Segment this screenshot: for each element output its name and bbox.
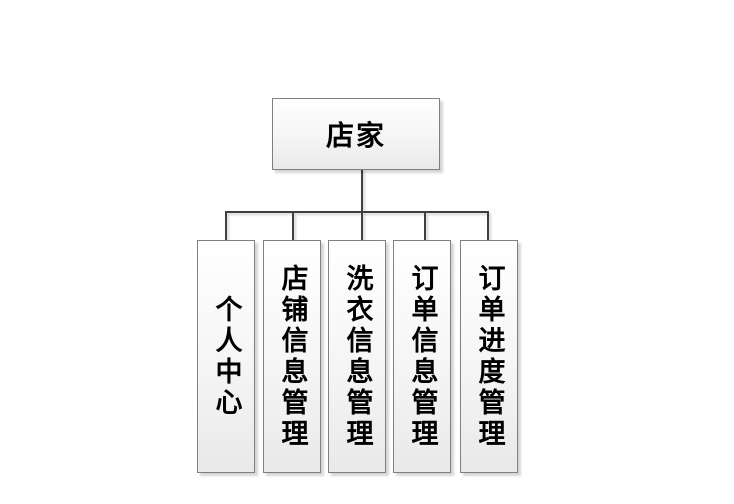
child-node-label: 个人中心	[211, 294, 242, 419]
child-node-order-info-management: 订单信息管理	[393, 240, 451, 473]
child-node-order-progress-management: 订单进度管理	[460, 240, 518, 473]
child-node-label: 洗衣信息管理	[342, 263, 373, 450]
root-node-merchant: 店家	[272, 98, 440, 170]
child-node-shop-info-management: 店铺信息管理	[263, 240, 321, 473]
child-node-label: 店铺信息管理	[277, 263, 308, 450]
child-node-personal-center: 个人中心	[197, 240, 255, 473]
child-node-label: 订单进度管理	[474, 263, 505, 450]
root-node-label: 店家	[325, 120, 386, 151]
child-node-label: 订单信息管理	[407, 263, 438, 450]
child-node-laundry-info-management: 洗衣信息管理	[328, 240, 386, 473]
